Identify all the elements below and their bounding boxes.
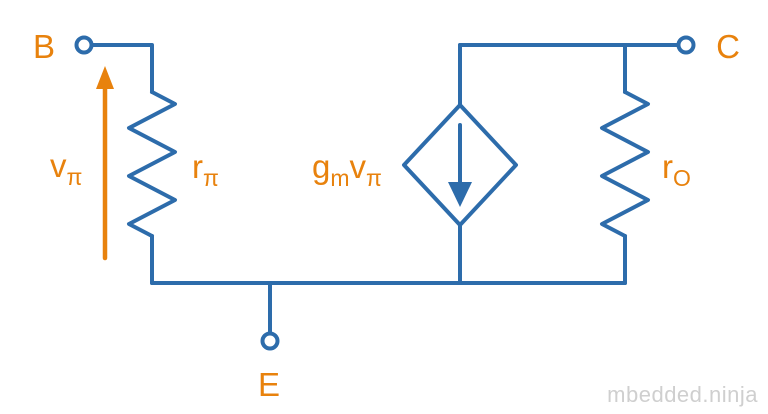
rpi-label-sub: π [203, 165, 219, 191]
ro-label: rO [662, 148, 691, 191]
watermark: mbedded.ninja [607, 382, 758, 407]
gmvpi-label-g: g [312, 148, 330, 185]
ro-label-sub: O [673, 165, 691, 191]
ro-label-main: r [662, 148, 673, 185]
vpi-arrow-head-icon [96, 66, 114, 89]
gmvpi-label-v: v [350, 148, 367, 185]
wire-base-to-rpi [90, 43, 154, 94]
terminal-label-c: C [716, 28, 740, 65]
terminal-emitter [260, 331, 280, 351]
terminal-label-e: E [258, 366, 280, 403]
current-source-arrow-head-icon [448, 182, 472, 207]
terminal-collector [676, 35, 696, 55]
vpi-label-main: v [50, 147, 67, 184]
vpi-label-sub: π [67, 164, 83, 190]
gmvpi-label-m: m [330, 165, 349, 191]
resistor-ro [600, 90, 650, 238]
terminal-label-b: B [33, 28, 55, 65]
terminal-base [74, 35, 94, 55]
rpi-label-main: r [192, 148, 203, 185]
rpi-label: rπ [192, 148, 219, 191]
gmvpi-label: gmvπ [312, 148, 382, 191]
resistor-rpi [127, 90, 177, 238]
gmvpi-label-pi: π [366, 165, 382, 191]
vpi-label: vπ [50, 147, 82, 190]
